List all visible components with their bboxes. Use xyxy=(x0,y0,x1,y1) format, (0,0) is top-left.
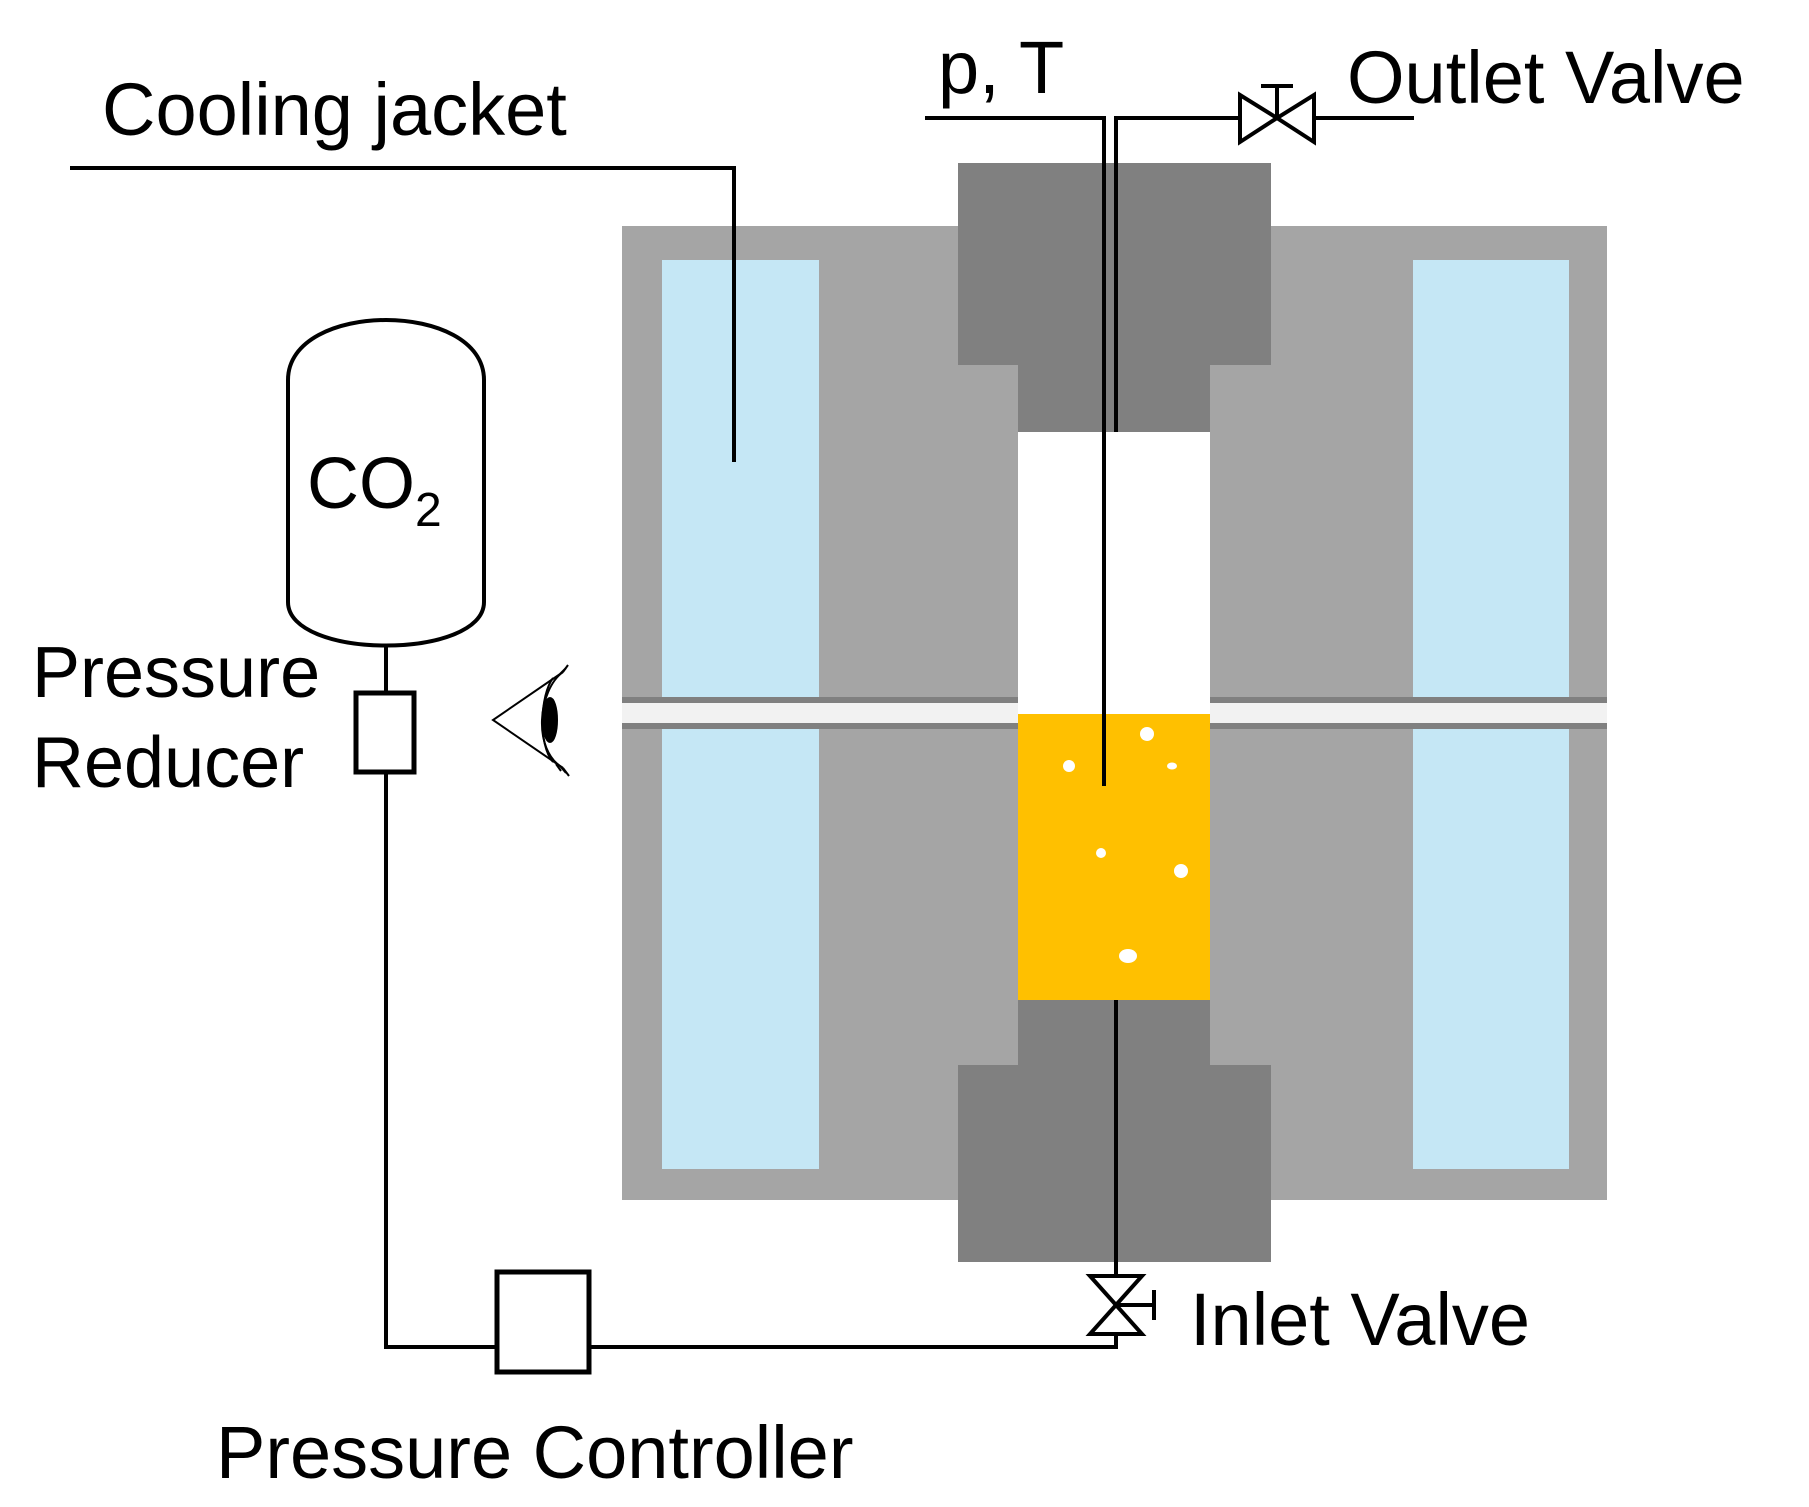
pressure-controller-box xyxy=(494,1269,592,1375)
outlet-valve-label: Outlet Valve xyxy=(1347,36,1745,119)
bubble xyxy=(1174,864,1188,878)
co2-label-main: CO xyxy=(307,444,415,524)
pt-sensor-line xyxy=(925,116,1106,786)
cell-liquid xyxy=(1018,714,1210,1000)
outlet-valve-icon xyxy=(1238,84,1316,146)
bubble xyxy=(1167,762,1177,770)
pt-sensor-label: p, T xyxy=(938,26,1064,109)
bubble xyxy=(1063,760,1075,772)
co2-label-subscript: 2 xyxy=(415,484,442,537)
cooling-jacket-label: Cooling jacket xyxy=(102,68,567,151)
bubble xyxy=(1119,949,1137,963)
co2-cylinder xyxy=(286,318,486,648)
feed-line xyxy=(384,772,1118,1349)
pressure-reducer-box xyxy=(353,690,417,775)
bubble xyxy=(1096,848,1106,858)
outlet-line xyxy=(1114,116,1240,432)
eye-icon xyxy=(491,664,570,777)
window-rod-left xyxy=(622,697,1018,729)
pressure-controller-label: Pressure Controller xyxy=(216,1411,853,1494)
piping-lines xyxy=(70,116,1414,1349)
window-rod-right xyxy=(1210,697,1607,729)
pressure-reducer-label-line1: Pressure xyxy=(32,633,320,713)
pressure-reducer-label-line2: Reducer xyxy=(32,723,304,803)
bubbles xyxy=(1063,727,1188,963)
inlet-valve-label: Inlet Valve xyxy=(1190,1278,1530,1361)
inlet-valve-icon xyxy=(1085,1274,1156,1336)
cooling-jacket-leader xyxy=(70,166,736,462)
cell-headspace xyxy=(1018,432,1210,714)
bubble xyxy=(1140,727,1154,741)
co2-label: CO2 xyxy=(307,444,442,537)
